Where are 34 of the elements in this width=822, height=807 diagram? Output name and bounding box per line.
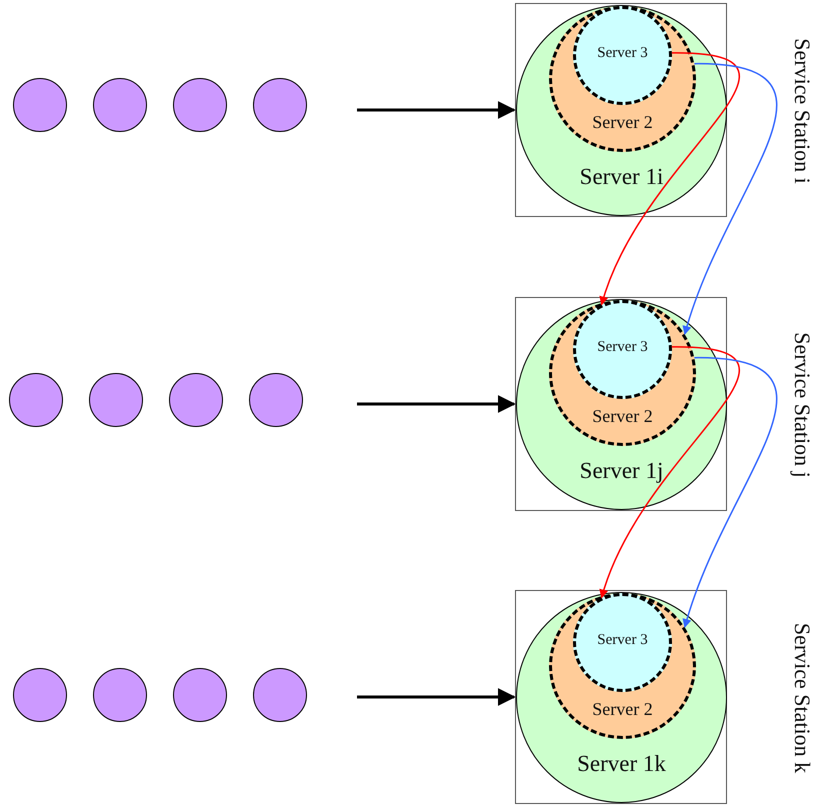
arrow [357,688,516,706]
queue-circle [173,668,227,722]
server-label: Server 1j [580,458,664,484]
queue-circle [13,78,67,132]
server-label: Server 2 [592,406,653,427]
queue-circle [93,78,147,132]
queue-circle [93,668,147,722]
arrow [683,62,777,335]
server-label: Server 2 [592,699,653,720]
server-label: Server 1i [580,164,664,190]
queue-circle [169,373,223,427]
queue-circle [249,373,303,427]
arrow [600,52,739,306]
server-label: Server 3 [597,339,648,356]
arrow [357,395,516,413]
queue-circle [173,78,227,132]
server-circle [573,593,672,692]
queue-circle [9,373,63,427]
arrow [683,356,777,628]
station-label: Service Station k [790,622,814,774]
queue-circle [253,668,307,722]
station-label: Service Station j [790,332,814,478]
server-circle [573,300,672,399]
arrow [600,346,739,598]
queue-circle [89,373,143,427]
arrow [357,101,516,119]
server-circle [573,6,672,105]
queue-circle [13,668,67,722]
queue-circle [253,78,307,132]
server-label: Server 2 [592,112,653,133]
server-label: Server 3 [597,45,648,62]
server-label: Server 3 [597,632,648,649]
server-label: Server 1k [577,751,666,777]
station-label: Service Station i [790,38,814,184]
